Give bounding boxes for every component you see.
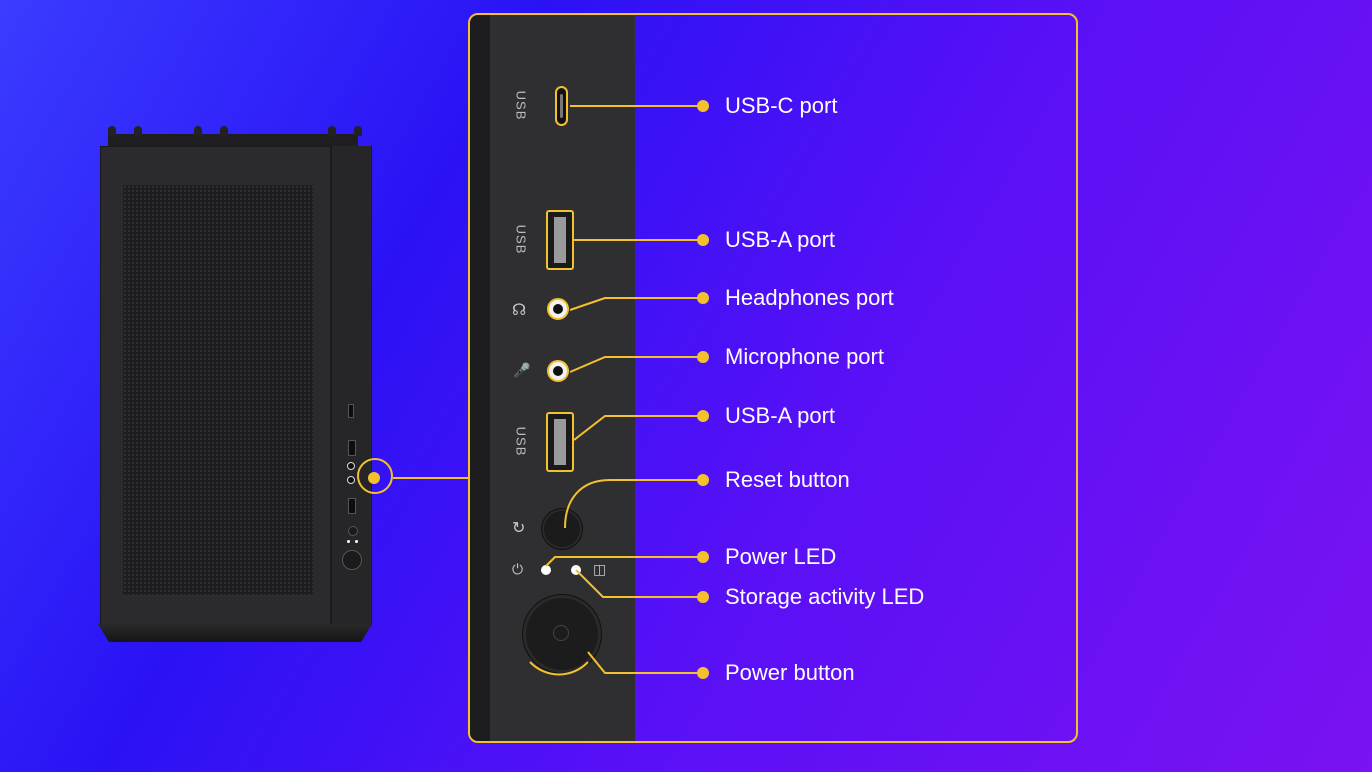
leader-microphone [569,356,700,373]
mini-reset-button [348,526,358,536]
power-led [541,565,551,575]
usb-a-port-top [546,210,574,270]
mini-power-button [342,550,362,570]
marker-dot [697,474,709,486]
marker-dot [697,591,709,603]
power-button-highlight-arc [529,661,589,676]
case-top-knob [220,126,228,136]
pc-case-image [98,126,372,642]
mini-headphones-jack [347,462,355,470]
case-top-knob [108,126,116,136]
mini-usb-a [348,498,356,514]
case-top-knob [328,126,336,136]
leader-reset [564,479,700,529]
case-top-edge [108,134,358,146]
mini-storage-led [355,540,358,543]
label-usb-c-port: USB-C port [725,93,838,118]
microphone-jack [547,360,569,382]
label-usb-a-port-bottom: USB-A port [725,403,836,428]
case-mesh [123,185,313,595]
label-power-led: Power LED [725,544,837,569]
power-icon: ⏻ [512,561,524,577]
microphone-icon: 🎤 [513,362,531,378]
leader-headphones [569,297,700,311]
reset-button [541,508,583,550]
leader-storage-led [575,569,700,598]
headphones-icon: ☊ [512,302,527,319]
usb-c-port [555,86,568,126]
marker-dot [697,667,709,679]
mini-usb-c [348,404,354,418]
case-front [100,146,372,626]
usb-a-port-bottom [546,412,574,472]
case-top-knob [194,126,202,136]
zoom-highlight-circle [357,458,393,494]
case-top-knob [354,126,362,136]
marker-dot [697,292,709,304]
mini-usb-a [348,440,356,456]
reset-icon: ↻ [512,520,526,537]
headphones-jack [547,298,569,320]
case-foot [98,624,372,642]
label-storage-activity-led: Storage activity LED [725,584,925,609]
storage-icon: ◫ [593,561,607,577]
label-usb-a-port-top: USB-A port [725,227,836,252]
label-power-button: Power button [725,660,855,685]
leader-power-button [587,651,700,674]
case-io-panel [332,146,370,624]
label-microphone-port: Microphone port [725,344,884,369]
leader-power-led [545,556,700,567]
marker-dot [697,551,709,563]
marker-dot [697,100,709,112]
panel-edge [470,15,490,741]
mini-microphone-jack [347,476,355,484]
power-button-icon [553,625,569,641]
label-headphones-port: Headphones port [725,285,894,310]
leader-usb-a-bottom [573,415,700,441]
label-reset-button: Reset button [725,467,850,492]
mini-power-led [347,540,350,543]
marker-dot [697,234,709,246]
power-button [522,594,602,674]
zoom-connector-line [393,477,470,479]
case-top-knob [134,126,142,136]
marker-dot [697,410,709,422]
case-divider [330,146,332,624]
marker-dot [697,351,709,363]
zoom-marker-dot [368,472,380,484]
